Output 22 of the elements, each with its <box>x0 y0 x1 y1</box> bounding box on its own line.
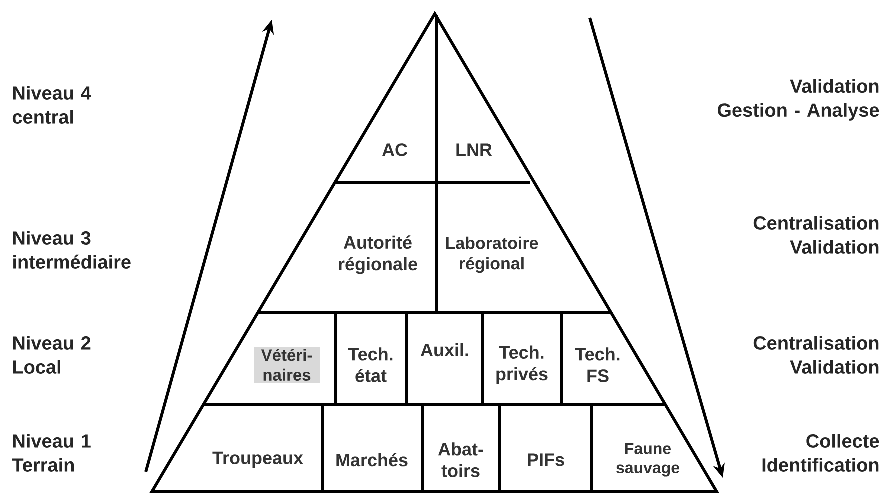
level-label: Niveau 2 Local <box>13 336 91 374</box>
cell-label: Tech. FS <box>575 348 620 382</box>
level-label: Validation Gestion - Analyse <box>718 79 880 121</box>
level-label: Niveau 4 central <box>12 86 92 124</box>
cell-label: Marchés <box>336 453 408 467</box>
cell-label: Auxil. <box>420 343 468 357</box>
cell-label: Vétéri- naires <box>254 346 320 384</box>
cell-label: Troupeaux <box>212 452 304 468</box>
cell-label: PIFs <box>528 454 564 466</box>
cell-label: Autorité régionale <box>339 236 418 274</box>
level-label: Centralisation Validation <box>754 336 879 374</box>
cell-label: Faune sauvage <box>616 443 680 477</box>
level-label: Niveau 1 Terrain <box>12 434 91 472</box>
cell-label: Tech. privés <box>496 346 548 384</box>
level-label: Centralisation Validation <box>754 216 879 254</box>
cell-label: Tech. état <box>348 348 393 382</box>
level-label: Niveau 3 intermédiaire <box>13 231 131 269</box>
cell-label: LNR <box>456 144 492 156</box>
cell-label: Abat- toirs <box>438 442 484 478</box>
cell-label: Laboratoire régional <box>446 236 538 274</box>
cell-label: AC <box>382 144 408 156</box>
level-label: Collecte Identification <box>762 434 880 472</box>
